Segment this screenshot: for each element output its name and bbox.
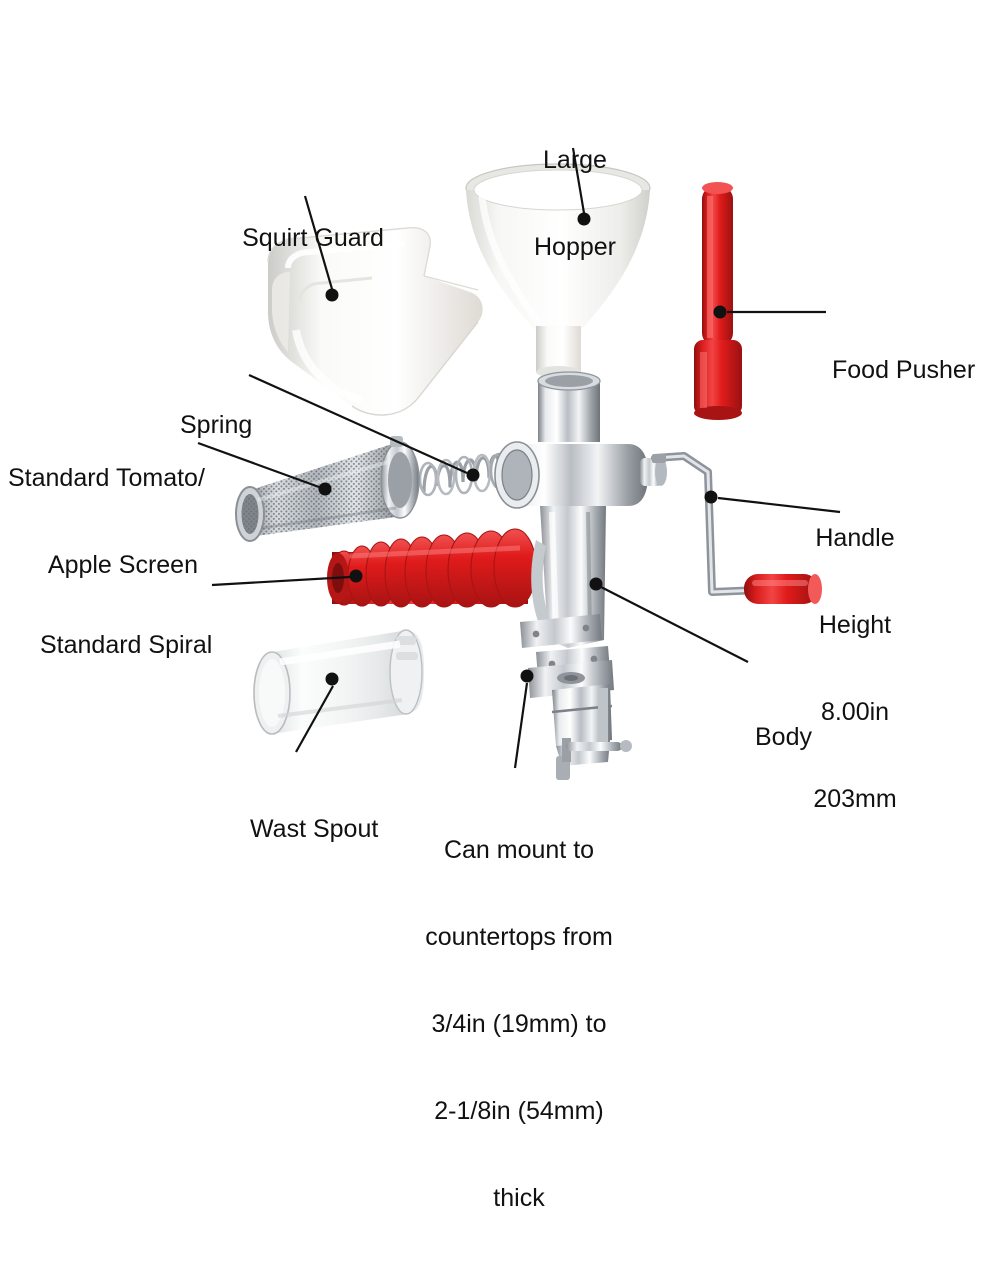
callout-line: countertops from [425,923,613,951]
part-wast-spout [253,629,424,735]
callout-line: 2-1/8in (54mm) [434,1097,604,1125]
callout-line: 3/4in (19mm) to [431,1010,607,1038]
callout-label-food-pusher: Food Pusher [832,298,1000,443]
leader-standard-spiral [211,569,363,587]
product-artwork [235,163,822,780]
callout-line: Spring [180,411,253,439]
leader-large-hopper [571,147,591,226]
callout-line: Squirt Guard [242,224,384,252]
diagram-canvas: Large Hopper Squirt Guard Food Pusher Sp… [8,88,1000,1212]
callout-label-body: Body [755,665,875,810]
callout-line: Standard Spiral [40,631,213,659]
callout-line: Can mount to [443,836,595,864]
callout-label-standard-spiral: Standard Spiral [40,573,240,718]
callout-line: Body [755,723,812,751]
callout-line: Large [543,146,607,174]
part-food-pusher [694,182,742,420]
callout-line: Food Pusher [832,356,976,384]
part-squirt-guard [267,227,483,416]
callout-label-handle-height: Handle Height 8.00in 203mm [775,466,935,872]
leader-body [589,577,749,663]
callout-label-standard-tomato-apple-screen: Standard Tomato/ Apple Screen [8,406,205,638]
callout-line: Height [818,611,892,639]
callout-leader-lines [197,147,841,769]
leader-food-pusher [713,305,826,319]
callout-label-large-hopper: Large Hopper [475,88,675,320]
callout-line: Hopper [534,233,616,261]
leader-screen [197,441,332,496]
callout-label-squirt-guard: Squirt Guard [213,166,413,311]
callout-label-countertop-mount: Can mount to countertops from 3/4in (19m… [399,778,639,1271]
callout-line: Handle [815,524,895,552]
part-standard-spiral [327,528,537,608]
callout-line: Apple Screen [47,551,198,579]
callout-line: thick [493,1184,545,1212]
leader-squirt-guard [303,195,339,302]
callout-line: Standard Tomato/ [8,464,205,492]
callout-line: 8.00in [820,698,890,726]
leader-handle-height [704,490,841,514]
part-clamp [528,660,632,780]
leader-spring [248,373,480,482]
leader-wast-spout [295,672,339,753]
callout-label-wast-spout: Wast Spout [250,757,430,902]
callout-label-spring: Spring [180,353,300,498]
part-crank-handle [651,452,822,604]
part-large-hopper [465,163,651,378]
leader-countertop-mount [513,669,534,769]
callout-line: Wast Spout [250,815,379,843]
callout-line: 203mm [813,785,897,813]
